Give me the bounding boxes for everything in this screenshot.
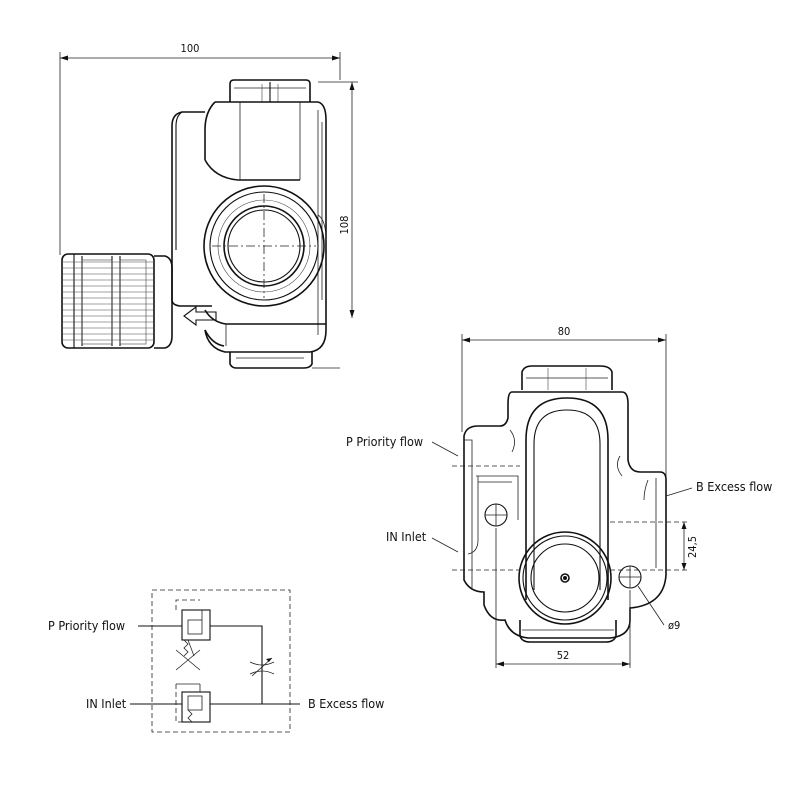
front-view: 80 [346, 325, 772, 668]
label-b-excess: B Excess flow [696, 479, 772, 494]
dim-100: 100 [181, 42, 200, 55]
schematic-label-in: IN Inlet [86, 696, 127, 711]
label-in-inlet: IN Inlet [386, 529, 427, 544]
hydraulic-schematic: P Priority flow IN Inlet B Excess flow [48, 589, 384, 733]
schematic-label-b: B Excess flow [308, 696, 384, 711]
dim-52: 52 [557, 649, 570, 662]
dim-24-5: 24,5 [686, 536, 699, 558]
dim-80: 80 [558, 325, 571, 338]
schematic-label-p: P Priority flow [48, 618, 125, 633]
dim-108: 108 [338, 216, 351, 235]
side-view: 100 108 [59, 42, 358, 369]
label-p-priority: P Priority flow [346, 434, 423, 449]
dim-hole: ø9 [668, 619, 680, 632]
